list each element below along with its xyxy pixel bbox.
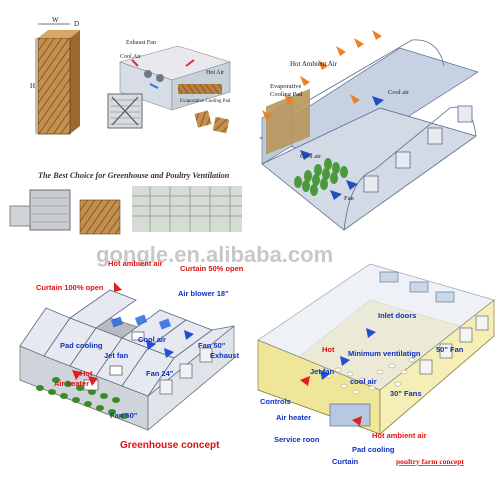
tunnel-cooling-pad	[266, 88, 310, 155]
photo-fan-unit	[29, 189, 71, 231]
pf-service-room: Service roon	[274, 435, 320, 444]
hot-ambient-air-label: Hot Ambient Air	[290, 60, 338, 68]
pf-pad-wall	[329, 403, 371, 427]
pf-minimum-ventilation: Minimum ventilatign	[348, 349, 421, 358]
dim-h-label: H	[30, 82, 35, 90]
evap-pad-line1-label: Evaporative	[270, 83, 302, 90]
gh-air-blower: Air blower 18"	[178, 289, 229, 298]
pf-fans-30: 30" Fans	[390, 389, 422, 398]
gh-curtain-100: Curtain 100% open	[36, 283, 104, 292]
hot-air-label: Hot Air	[206, 70, 224, 76]
panel-tunnel-greenhouse: Hot Ambient Air Evaporative Cooling Pad …	[259, 30, 479, 231]
fan-label: Fan	[344, 195, 355, 202]
gh-hot-arrows	[72, 282, 122, 386]
plant-rows	[294, 158, 348, 196]
panel-greenhouse-concept: Hot ambient air Curtain 50% open Curtain…	[19, 259, 244, 451]
panel-slogan-photo: The Best Choice for Greenhouse and Poult…	[4, 148, 246, 240]
mini-house-pad	[178, 84, 222, 94]
cooling-pad-side	[70, 30, 80, 134]
cool-air-label-2: Cool air	[300, 153, 322, 160]
dim-d-label: D	[74, 20, 79, 28]
pf-cool-air: cool air	[350, 377, 377, 386]
pad-sample-1	[194, 110, 212, 128]
pf-hot-ambient-air: Hot ambient air	[372, 431, 427, 440]
panel-poultry-farm-concept: Inlet doors Hot Minimum ventilatign 50" …	[257, 263, 495, 466]
gh-pad-cooling: Pad cooling	[60, 341, 103, 350]
pf-air-heater: Air heater	[276, 413, 311, 422]
pad-sample-2	[212, 116, 230, 134]
pf-cool-arrows	[320, 328, 376, 380]
pf-chickens	[324, 357, 416, 395]
dim-w-label: W	[52, 16, 59, 24]
tunnel-fans	[363, 105, 473, 193]
gh-hot-ambient-air: Hot ambient air	[108, 259, 163, 268]
pf-hot: Hot	[322, 345, 335, 354]
pf-caption: poultry farm concept	[396, 457, 464, 466]
pf-jet-fan: Jet fan	[310, 367, 335, 376]
gh-curtain-50: Curtain 50% open	[180, 264, 244, 273]
cool-air-label-1: Cool air	[388, 89, 410, 96]
gh-fan-50-exhaust-2: Exhaust	[210, 351, 240, 360]
photo-small-fan	[9, 205, 31, 227]
gh-fan-24: Fan 24"	[146, 369, 174, 378]
slogan-text: The Best Choice for Greenhouse and Poult…	[38, 171, 230, 180]
gh-cool-air: Cool air	[138, 335, 166, 344]
gh-fans	[159, 347, 213, 395]
gh-caption: Greenhouse concept	[120, 440, 220, 451]
cool-air-label: Cool Air	[120, 54, 141, 60]
pf-pad-cooling: Pad cooling	[352, 445, 395, 454]
gh-hot: Hot	[80, 369, 93, 378]
gh-plants	[36, 377, 128, 419]
cooling-pad-top	[38, 30, 80, 38]
gh-cool-arrows	[146, 330, 194, 358]
pf-controls: Controls	[260, 397, 291, 406]
pf-roof	[257, 263, 495, 391]
gh-jet-fan: Jet fan	[104, 351, 129, 360]
pf-curtain: Curtain	[332, 457, 359, 466]
photo-pad-unit	[79, 199, 121, 235]
cooling-pad-front	[37, 37, 71, 135]
cool-air-arrows	[300, 96, 384, 200]
photo-building-facade	[132, 186, 242, 232]
exhaust-fan-label: Exhaust Fan	[126, 40, 156, 46]
evap-pad-line2-label: Cooling Pad	[270, 91, 303, 98]
hot-air-arrows	[262, 30, 382, 120]
pf-inlet-doors: Inlet doors	[378, 311, 416, 320]
gh-fan-50-exhaust-1: Fan 50"	[198, 341, 226, 350]
panel-cooling-pad-diagram: W D H Exhaust Fan Cool Air Hot Air Evapo…	[30, 16, 232, 135]
pf-fan-50: 50" Fan	[436, 345, 464, 354]
pf-hot-arrows	[300, 376, 362, 426]
pf-fans	[419, 315, 489, 375]
gh-fan-50: Fan 50"	[110, 411, 138, 420]
evap-pad-label: Evaporative Cooling Pad	[180, 99, 231, 104]
watermark: gongle.en.alibaba.com	[96, 242, 333, 267]
gh-air-heater: Air heater	[54, 379, 89, 388]
